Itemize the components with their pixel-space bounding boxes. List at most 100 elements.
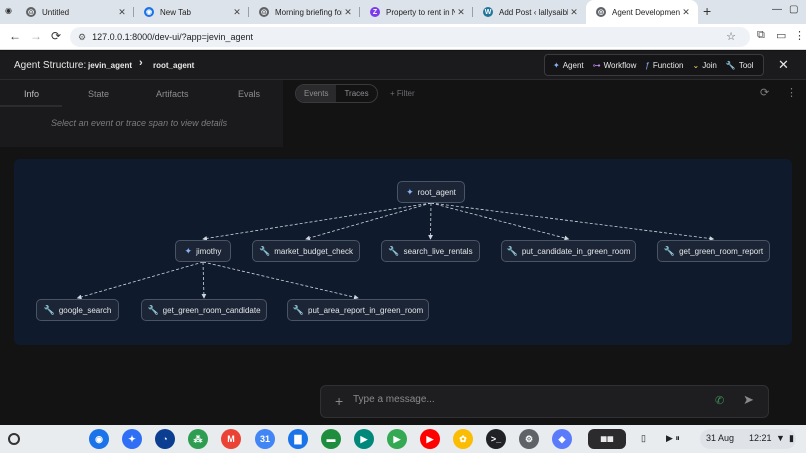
globe-icon: ◎ bbox=[259, 7, 269, 17]
open-window-thumbnail-icon[interactable]: ▦▦ bbox=[588, 429, 626, 449]
new-tab-button[interactable]: + bbox=[703, 3, 712, 19]
tab-close-icon[interactable]: ✕ bbox=[233, 6, 241, 17]
wrench-icon: 🔧 bbox=[147, 304, 159, 315]
graph-node-root_agent[interactable]: ✦root_agent bbox=[397, 181, 465, 203]
tab-info[interactable]: Info bbox=[24, 89, 40, 99]
breadcrumb-root[interactable]: jevin_agent bbox=[88, 61, 133, 70]
url-text[interactable]: 127.0.0.1:8000/dev-ui/?app=jevin_agent bbox=[92, 32, 253, 42]
tab-close-icon[interactable]: ✕ bbox=[457, 6, 465, 17]
legend-item-join: ⌄Join bbox=[693, 61, 717, 70]
wrench-icon: 🔧 bbox=[292, 304, 304, 315]
phone-hub-icon[interactable]: ▯ bbox=[641, 433, 646, 443]
media-icon[interactable]: ▶ ⏸ bbox=[666, 433, 680, 443]
tab-title: Untitled bbox=[42, 7, 70, 17]
tab-artifacts[interactable]: Artifacts bbox=[156, 89, 189, 99]
graph-node-label: get_green_room_report bbox=[679, 246, 764, 256]
tab-separator bbox=[133, 7, 134, 17]
gemini-icon[interactable]: ✦ bbox=[122, 429, 142, 449]
graph-node-label: get_green_room_candidate bbox=[162, 305, 261, 315]
tab-close-icon[interactable]: ✕ bbox=[118, 6, 126, 17]
breadcrumb-separator: › bbox=[139, 57, 143, 69]
address-bar[interactable]: ⚙ 127.0.0.1:8000/dev-ui/?app=jevin_agent… bbox=[70, 27, 750, 47]
browser-tab[interactable]: ◎Agent Development K✕ bbox=[586, 0, 698, 24]
tab-close-icon[interactable]: ✕ bbox=[570, 6, 578, 17]
graph-edge-jimothy-to-get_green_room_candidate bbox=[201, 261, 207, 299]
microphone-icon[interactable]: ✆ bbox=[715, 395, 725, 407]
launcher-icon[interactable] bbox=[8, 433, 20, 445]
gmail-icon[interactable]: M bbox=[221, 429, 241, 449]
graph-node-google_search[interactable]: 🔧google_search bbox=[36, 299, 119, 321]
segment-events[interactable]: Events bbox=[296, 85, 337, 102]
page-title: Agent Structure: bbox=[14, 60, 87, 71]
breadcrumb-current: root_agent bbox=[153, 61, 195, 70]
site-info-icon[interactable]: ⚙ bbox=[78, 31, 87, 42]
add-attachment-icon[interactable]: + bbox=[335, 393, 344, 409]
chrome-icon[interactable]: ◉ bbox=[89, 429, 109, 449]
filter-button[interactable]: + Filter bbox=[390, 89, 415, 98]
browser-tab-strip: ◉ ◎Untitled✕◉New Tab✕◎Morning briefing f… bbox=[0, 0, 806, 24]
browser-tab[interactable]: ◎Morning briefing for y✕ bbox=[249, 0, 360, 24]
tab-state[interactable]: State bbox=[88, 89, 110, 99]
more-options-icon[interactable]: ⋮ bbox=[786, 87, 797, 99]
system-tray[interactable] bbox=[700, 429, 796, 449]
nearby-icon[interactable]: ◔ bbox=[155, 429, 175, 449]
date-text[interactable]: 31 Aug bbox=[706, 433, 735, 443]
os-shelf: ◉ ✦ ◔ ⁂ M 31 ▇ ▬ ▶ ▶ ▶ ✿ >_ ⚙ ◆ ▦▦ ▯ ▶ ⏸ 31 Aug 12:21 ▼… bbox=[0, 425, 806, 453]
graph-node-put_area_report_in_green_room[interactable]: 🔧 put_area_report_in_green_room bbox=[287, 299, 429, 321]
back-icon[interactable]: ← bbox=[9, 29, 21, 43]
legend-label: Join bbox=[702, 60, 717, 70]
graph-node-jimothy[interactable]: ✦jimothy bbox=[175, 240, 231, 262]
browser-toolbar: ← → ⟳ ⚙ 127.0.0.1:8000/dev-ui/?app=jevin… bbox=[0, 24, 806, 50]
terminal-icon[interactable]: >_ bbox=[486, 429, 506, 449]
tab-close-icon[interactable]: ✕ bbox=[344, 6, 352, 17]
wifi-icon[interactable]: ▼ bbox=[776, 433, 785, 443]
close-icon[interactable]: ✕ bbox=[778, 57, 789, 72]
segment-traces[interactable]: Traces bbox=[344, 89, 369, 98]
graph-node-market_budget_check[interactable]: 🔧market_budget_check bbox=[252, 240, 360, 262]
join-icon: ⌄ bbox=[692, 60, 700, 70]
message-composer: + ✆ ➤ bbox=[320, 385, 769, 418]
meet-icon[interactable]: ▶ bbox=[354, 429, 374, 449]
minimize-icon[interactable]: — bbox=[772, 4, 782, 15]
photos-icon[interactable]: ✿ bbox=[453, 429, 473, 449]
store-icon[interactable]: ◆ bbox=[552, 429, 572, 449]
files-icon[interactable]: ▇ bbox=[288, 429, 308, 449]
forward-icon[interactable]: → bbox=[30, 29, 42, 43]
calendar-icon[interactable]: 31 bbox=[255, 429, 275, 449]
browser-tab[interactable]: ◎Untitled✕ bbox=[16, 0, 134, 24]
reload-icon[interactable]: ⟳ bbox=[51, 29, 62, 43]
chat-icon[interactable]: ▬ bbox=[321, 429, 341, 449]
graph-node-get_green_room_candidate[interactable]: 🔧get_green_room_candidate bbox=[141, 299, 267, 321]
refresh-icon[interactable]: ⟳ bbox=[760, 87, 770, 99]
maximize-icon[interactable]: ▢ bbox=[789, 4, 799, 15]
side-panel: Info State Artifacts Evals Select an eve… bbox=[0, 80, 283, 147]
graph-node-get_green_room_report[interactable]: 🔧get_green_room_report bbox=[657, 240, 770, 262]
profile-icon[interactable]: ▭ bbox=[776, 30, 787, 42]
message-input[interactable] bbox=[353, 394, 693, 405]
youtube-icon[interactable]: ▶ bbox=[420, 429, 440, 449]
tab-evals[interactable]: Evals bbox=[238, 89, 261, 99]
tab-close-icon[interactable]: ✕ bbox=[682, 6, 690, 17]
time-text[interactable]: 12:21 bbox=[749, 433, 772, 443]
browser-tab[interactable]: ◉New Tab✕ bbox=[134, 0, 249, 24]
empty-details-hint: Select an event or trace span to view de… bbox=[51, 118, 228, 128]
bookmark-star-icon[interactable]: ☆ bbox=[726, 31, 736, 43]
settings-icon[interactable]: ⚙ bbox=[519, 429, 539, 449]
extensions-icon[interactable]: ⧉ bbox=[757, 29, 765, 41]
battery-icon[interactable]: ▮ bbox=[789, 433, 794, 443]
wordpress-icon: W bbox=[483, 7, 493, 17]
apps-grid-icon[interactable]: ⁂ bbox=[188, 429, 208, 449]
graph-node-search_live_rentals[interactable]: 🔧search_live_rentals bbox=[381, 240, 480, 262]
play-store-icon[interactable]: ▶ bbox=[387, 429, 407, 449]
graph-edge-jimothy-to-put_area_report_in_green_room bbox=[202, 261, 359, 300]
send-icon[interactable]: ➤ bbox=[743, 392, 754, 407]
legend-label: Tool bbox=[738, 60, 754, 70]
tab-search-icon[interactable]: ◉ bbox=[5, 6, 12, 15]
graph-node-put_candidate_in_green_room[interactable]: 🔧put_candidate_in_green_room bbox=[501, 240, 636, 262]
legend-label: Function bbox=[652, 60, 684, 70]
chrome-menu-icon[interactable]: ⋮ bbox=[794, 30, 805, 42]
legend-label: Agent bbox=[562, 60, 584, 70]
graph-node-label: put_area_report_in_green_room bbox=[308, 305, 424, 315]
